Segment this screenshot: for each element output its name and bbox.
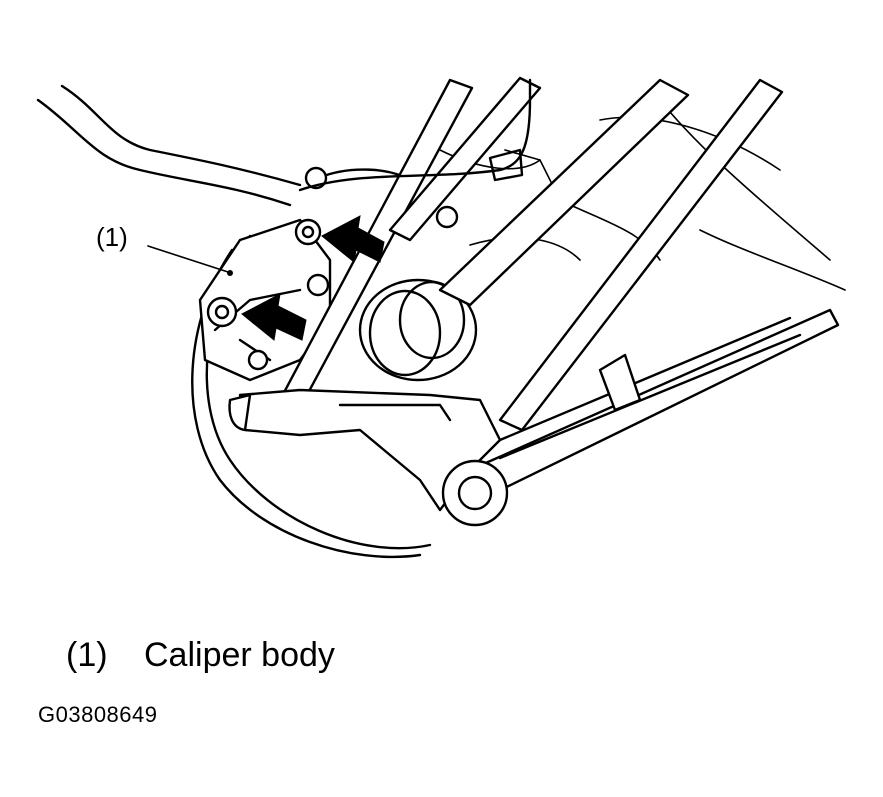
caliper-bolt-lower — [206, 296, 238, 328]
callout-label-1: (1) — [96, 222, 128, 252]
caliper-bolt-upper — [294, 218, 322, 246]
callout-leader-line — [147, 245, 233, 276]
brake-hose — [298, 78, 532, 192]
stabilizer-bar — [36, 98, 292, 207]
arrow-upper-bolt — [321, 215, 385, 263]
suspension-rod-right — [498, 78, 784, 432]
caliper-removal-illustration — [36, 76, 846, 559]
drive-shaft — [438, 78, 690, 307]
bolt-knuckle — [435, 205, 459, 229]
legend-text: Caliper body — [144, 636, 335, 674]
drive-shaft-boot — [358, 278, 478, 382]
bolt-caliper-center — [306, 273, 330, 297]
legend-number: (1) — [66, 636, 108, 674]
bolt-caliper-rear — [247, 349, 269, 371]
lateral-link — [468, 308, 840, 502]
legend: (1) Caliper body — [66, 636, 335, 675]
lateral-link-bushing — [441, 459, 509, 527]
arrow-lower-bolt — [241, 293, 307, 341]
figure-id: G03808649 — [38, 702, 158, 727]
suspension-rod-center — [388, 76, 542, 242]
bolt-upper-bracket — [304, 166, 328, 190]
